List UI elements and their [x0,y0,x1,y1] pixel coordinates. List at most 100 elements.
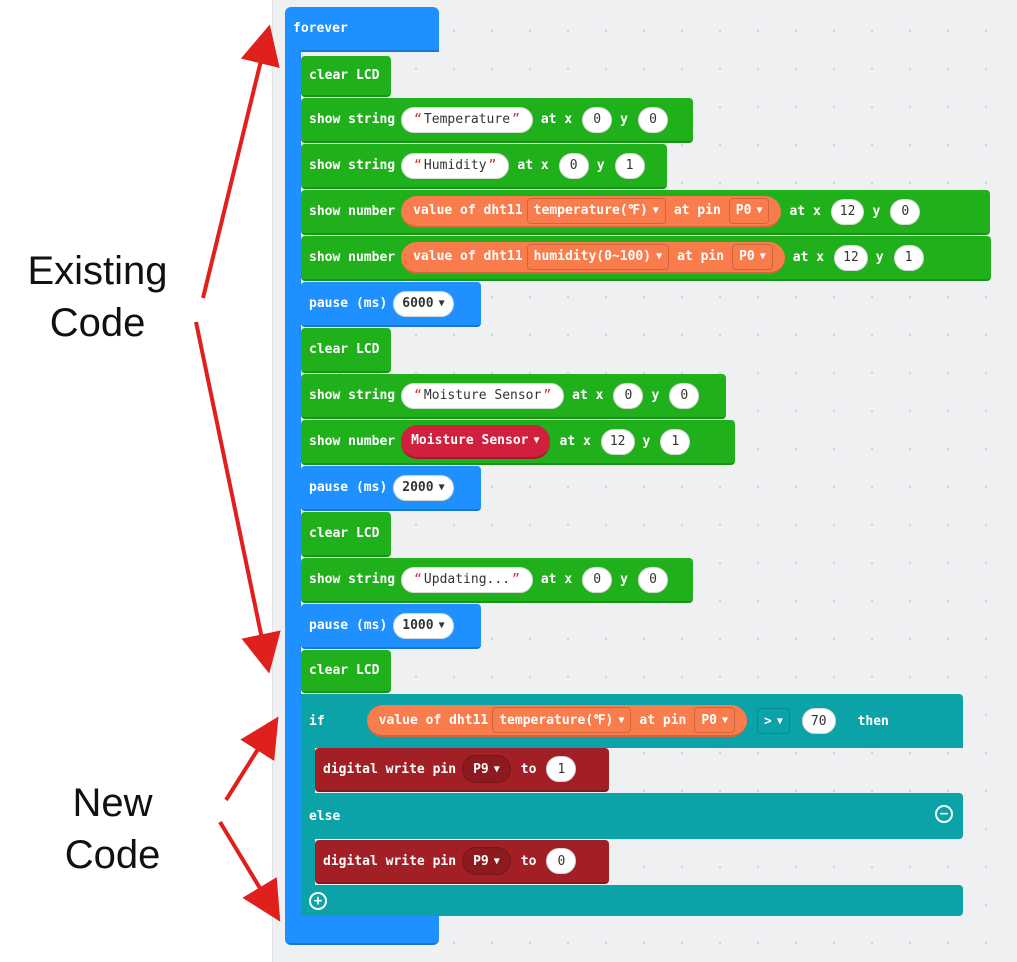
string-input[interactable]: Moisture Sensor [401,382,565,409]
if-block[interactable]: if value of dht11 temperature(℉)▼ at pin… [301,694,963,748]
x-input[interactable]: 0 [582,566,613,593]
x-input[interactable]: 0 [582,106,613,133]
caret-down-icon: ▼ [652,205,659,216]
y-label: y [875,250,884,265]
arrow-new-down [218,820,281,922]
then-label: then [857,713,889,729]
value-input[interactable]: 1 [546,756,577,782]
to-label: to [520,853,537,869]
forever-label: forever [293,21,348,36]
y-input[interactable]: 0 [637,566,668,593]
show-string-moisture-block[interactable]: show string Moisture Sensor at x 0 y 0 [301,374,726,419]
digital-write-low-block[interactable]: digital write pin P9▼ to 0 [315,840,609,884]
forever-block[interactable]: forever [285,7,439,52]
caret-down-icon: ▼ [722,714,729,726]
show-string-label: show string [309,572,396,587]
pause-dropdown[interactable]: 1000▼ [393,612,454,639]
y-label: y [651,388,660,403]
y-input[interactable]: 1 [614,152,645,179]
x-input[interactable]: 0 [613,382,644,409]
new-code-label: New Code [30,777,195,881]
arrow-existing-down [194,321,281,674]
digital-write-label: digital write pin [323,761,457,777]
label-line: Existing [27,249,168,293]
string-input[interactable]: Updating... [401,566,533,593]
pin-dropdown[interactable]: P9▼ [462,847,511,875]
pause-block[interactable]: pause (ms) 1000▼ [301,604,481,649]
at-x-label: at x [540,112,573,127]
at-x-label: at x [540,572,573,587]
y-input[interactable]: 1 [893,244,924,271]
at-pin-label: at pin [639,712,687,728]
show-number-temperature-block[interactable]: show number value of dht11 temperature(℉… [301,190,990,235]
y-input[interactable]: 0 [890,198,921,225]
value-input[interactable]: 0 [546,848,577,874]
show-string-label: show string [309,112,396,127]
show-string-humidity-block[interactable]: show string Humidity at x 0 y 1 [301,144,667,189]
threshold-input[interactable]: 70 [801,708,836,734]
clear-lcd-block[interactable]: clear LCD [301,328,391,373]
dht-option-dropdown[interactable]: temperature(℉)▼ [492,707,632,733]
pause-dropdown[interactable]: 6000 ▼ [393,290,454,317]
dht11-reporter[interactable]: value of dht11 temperature(℉)▼ at pin P0… [366,705,748,737]
show-number-label: show number [309,250,396,265]
digital-write-high-block[interactable]: digital write pin P9 ▼ to 1 [315,748,609,792]
y-input[interactable]: 0 [637,106,668,133]
x-input[interactable]: 12 [834,244,868,271]
pin-dropdown[interactable]: P9 ▼ [462,755,511,783]
y-input[interactable]: 0 [669,382,700,409]
pin-dropdown[interactable]: P0▼ [694,707,736,733]
at-x-label: at x [517,158,549,173]
show-string-temperature-block[interactable]: show string Temperature at x 0 y 0 [301,98,693,143]
caret-down-icon: ▼ [776,715,783,727]
label-line: New [72,781,153,825]
show-string-updating-block[interactable]: show string Updating... at x 0 y 0 [301,558,693,603]
x-input[interactable]: 12 [830,198,865,225]
caret-down-icon: ▼ [493,855,500,867]
plus-circle-icon[interactable]: + [309,891,327,910]
at-pin-label: at pin [677,249,725,264]
to-label: to [520,761,537,777]
dht11-reporter[interactable]: value of dht11 humidity(0~100)▼ at pin P… [401,241,785,274]
pin-dropdown[interactable]: P0▼ [728,197,770,224]
pin-dropdown[interactable]: P0▼ [732,243,773,270]
clear-lcd-block[interactable]: clear LCD [301,56,391,97]
pause-block[interactable]: pause (ms) 6000▼ [301,282,481,327]
dropdown-value: 6000 [402,296,434,311]
caret-down-icon: ▼ [438,482,445,493]
caret-down-icon: ▼ [533,435,540,446]
y-input[interactable]: 1 [660,428,691,455]
dht-option-dropdown[interactable]: humidity(0~100)▼ [526,243,670,270]
show-number-label: show number [309,204,396,219]
at-x-label: at x [572,388,604,403]
show-number-humidity-block[interactable]: show number value of dht11 humidity(0~10… [301,236,991,281]
x-input[interactable]: 0 [558,152,589,179]
clear-lcd-block[interactable]: clear LCD [301,512,391,557]
moisture-variable[interactable]: Moisture Sensor ▼ [401,424,550,459]
dropdown-value: P9 [473,761,489,777]
x-input[interactable]: 12 [600,428,635,455]
at-x-label: at x [792,250,825,265]
clear-lcd-block[interactable]: clear LCD [301,650,391,693]
dropdown-value: temperature(℉) [499,712,614,728]
else-block[interactable]: else − [301,793,963,839]
string-input[interactable]: Humidity [401,152,510,179]
pause-block[interactable]: pause (ms) 2000▼ [301,466,481,511]
pause-dropdown[interactable]: 2000▼ [393,474,454,501]
operator-dropdown[interactable]: >▼ [757,708,790,734]
caret-down-icon: ▼ [759,251,766,262]
forever-spine [285,50,301,922]
minus-circle-icon[interactable]: − [935,805,953,823]
dht11-label: value of dht11 [413,249,523,264]
dht-option-dropdown[interactable]: temperature(℉)▼ [526,197,666,224]
arrow-new-up [224,716,279,802]
else-label: else [309,808,341,824]
caret-down-icon: ▼ [493,763,500,775]
dropdown-value: humidity(0~100) [533,249,652,264]
string-input[interactable]: Temperature [401,106,533,133]
dropdown-value: P0 [735,203,752,218]
caret-down-icon: ▼ [438,298,445,309]
variable-label: Moisture Sensor [411,433,529,448]
dht11-reporter[interactable]: value of dht11 temperature(℉)▼ at pin P0… [401,195,782,228]
show-number-moisture-block[interactable]: show number Moisture Sensor▼ at x 12 y 1 [301,420,735,465]
